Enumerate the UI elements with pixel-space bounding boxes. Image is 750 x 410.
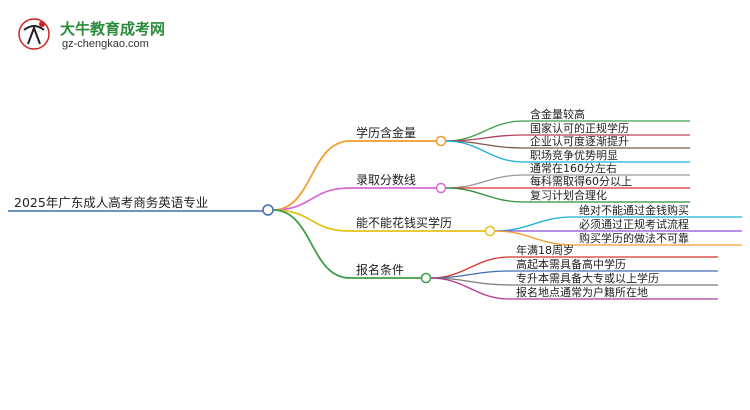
branch-connector bbox=[272, 140, 351, 211]
leaf-label: 购买学历的做法不可靠 bbox=[579, 231, 689, 245]
branch-node-handle[interactable] bbox=[435, 135, 447, 147]
branch-label: 能不能花钱买学历 bbox=[356, 215, 452, 230]
leaf-label: 专升本需具备大专或以上学历 bbox=[516, 271, 659, 285]
root-node-label: 2025年广东成人高考商务英语专业 bbox=[14, 195, 208, 210]
leaf-label: 复习计划合理化 bbox=[530, 188, 607, 202]
leaf-label: 含金量较高 bbox=[530, 107, 585, 121]
leaf-connector bbox=[445, 140, 525, 163]
branch-node-handle[interactable] bbox=[420, 272, 432, 284]
leaf-label: 绝对不能通过金钱购买 bbox=[579, 203, 689, 217]
logo-title: 大牛教育成考网 bbox=[60, 20, 166, 38]
branch-node-handle[interactable] bbox=[484, 225, 496, 237]
branch-label: 学历含金量 bbox=[356, 125, 416, 140]
leaf-label: 国家认可的正规学历 bbox=[530, 121, 629, 135]
branch-connector bbox=[272, 187, 351, 211]
leaf-label: 每科需取得60分以上 bbox=[530, 174, 632, 188]
branch-label: 录取分数线 bbox=[356, 172, 416, 187]
logo-url: gz-chengkao.com bbox=[62, 38, 149, 50]
leaf-label: 职场竞争优势明显 bbox=[530, 148, 618, 162]
leaf-connector bbox=[445, 134, 525, 142]
mindmap-edges bbox=[8, 120, 742, 300]
leaf-label: 高起本需具备高中学历 bbox=[516, 257, 626, 271]
leaf-connector bbox=[445, 174, 525, 189]
bull-logo-icon bbox=[18, 18, 50, 50]
leaf-label: 企业认可度逐渐提升 bbox=[530, 134, 629, 148]
leaf-connector bbox=[494, 216, 574, 232]
site-logo: 大牛教育成考网 gz-chengkao.com bbox=[14, 14, 174, 54]
leaf-connector bbox=[430, 277, 511, 300]
leaf-label: 年满18周岁 bbox=[516, 243, 574, 257]
branch-connector bbox=[272, 209, 351, 279]
leaf-connector bbox=[494, 230, 574, 246]
leaf-connector bbox=[445, 187, 525, 203]
branch-node-handle[interactable] bbox=[435, 182, 447, 194]
branch-connector bbox=[272, 209, 351, 232]
leaf-label: 必须通过正规考试流程 bbox=[579, 217, 689, 231]
root-node-handle[interactable] bbox=[262, 204, 274, 216]
branch-label: 报名条件 bbox=[356, 262, 404, 277]
mindmap-nodes: 2025年广东成人高考商务英语专业 学历含金量 含金量较高国家认可的正规学历企业认可… bbox=[14, 107, 689, 299]
leaf-label: 报名地点通常为户籍所在地 bbox=[516, 285, 648, 299]
leaf-label: 通常在160分左右 bbox=[530, 161, 617, 175]
